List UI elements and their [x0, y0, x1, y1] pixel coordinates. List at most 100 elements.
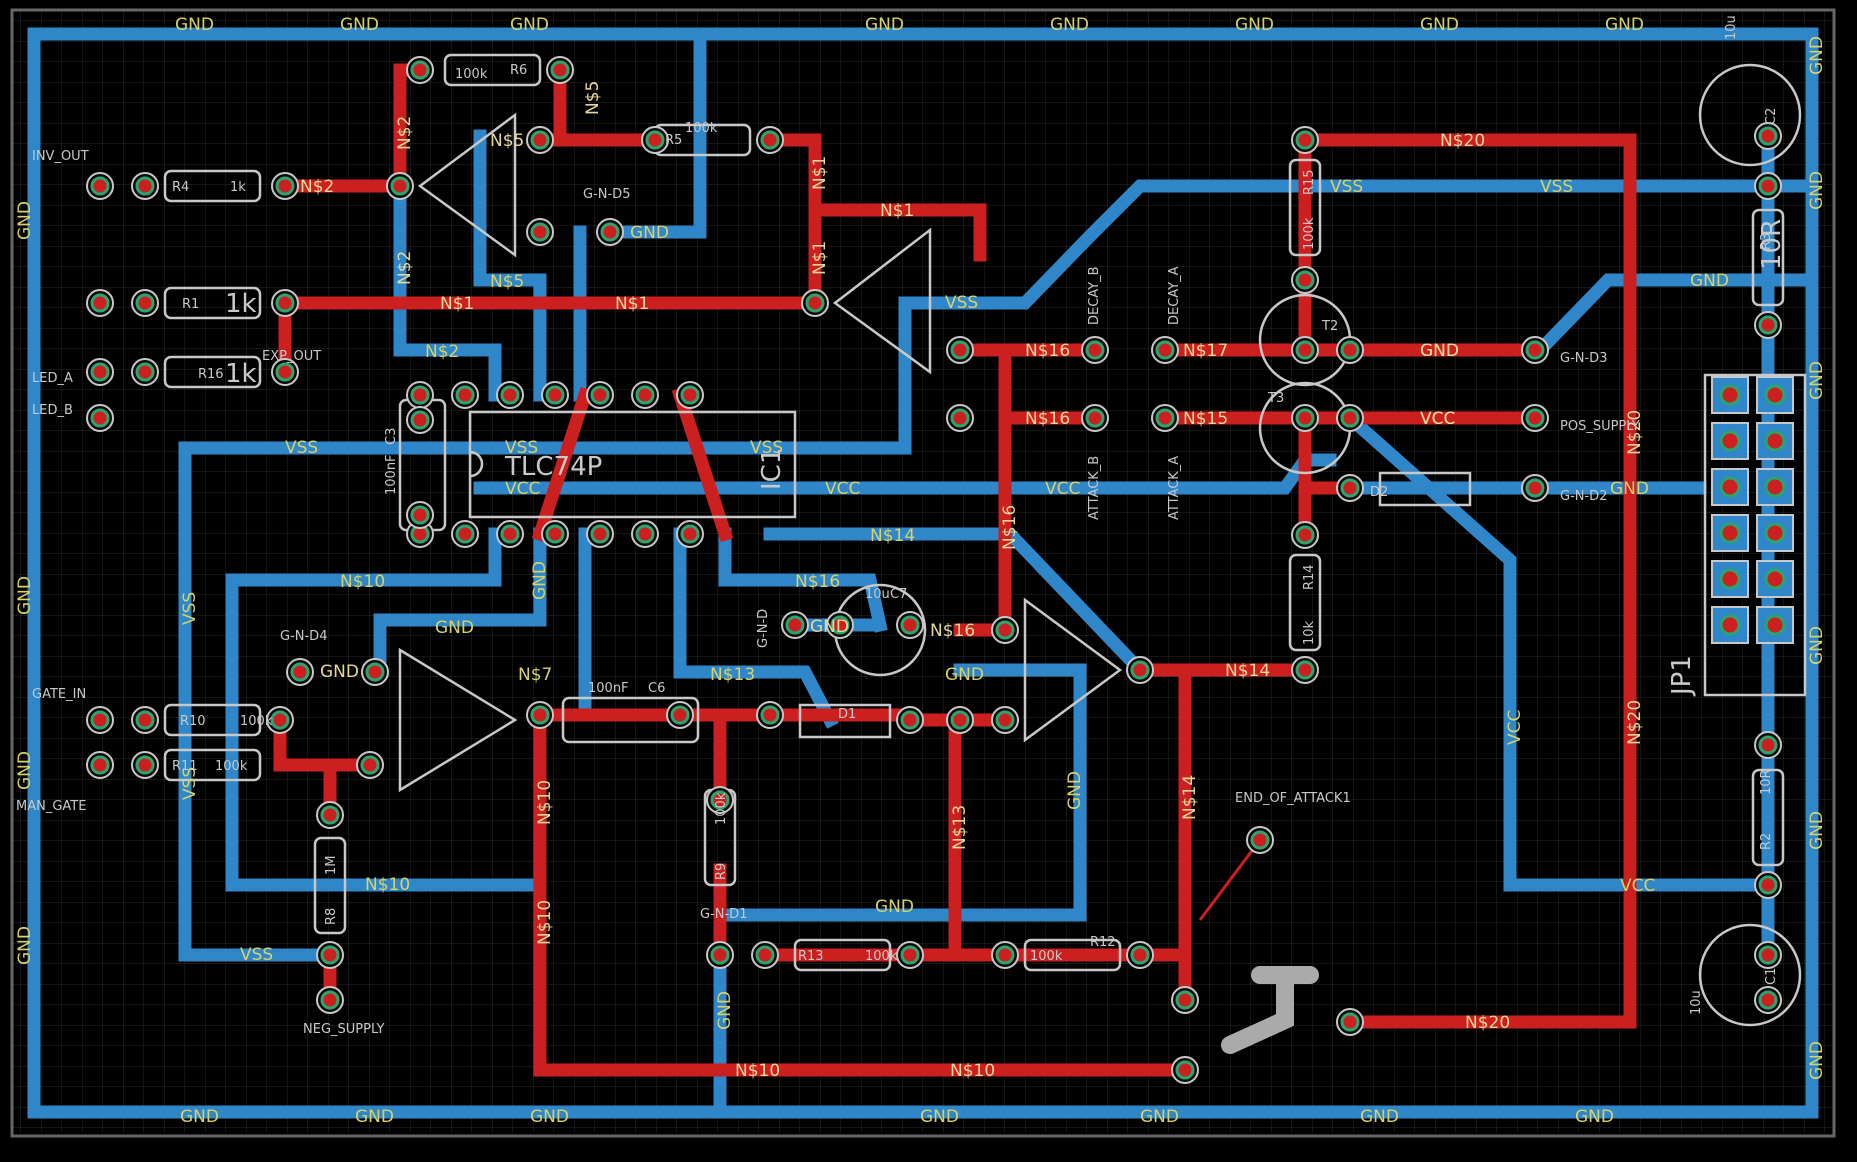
pad: [90, 710, 110, 730]
net-label: GND: [340, 15, 379, 35]
pin-label: ATTACK_A: [1167, 456, 1182, 520]
pad: [590, 524, 610, 544]
net-label: VSS: [180, 767, 200, 800]
pin-label: MAN_GATE: [16, 799, 86, 814]
component-value: 100k: [215, 759, 248, 774]
pad: [545, 524, 565, 544]
pin-label: NEG_SUPPLY: [303, 1022, 384, 1037]
net-label: VSS: [1330, 177, 1363, 197]
pin-label: END_OF_ATTACK1: [1235, 791, 1351, 806]
r14-body: [1288, 553, 1322, 652]
component-ref: D2: [1370, 485, 1388, 500]
pad: [1758, 875, 1778, 895]
pad: [1340, 478, 1360, 498]
component-ref: R14: [1302, 564, 1317, 590]
top-net-labels: N$20 N$20 N$1 N$1 N$1 N$2 N$16 N$16 N$16…: [300, 81, 1645, 1081]
pad: [1085, 340, 1105, 360]
pad: [600, 222, 620, 242]
net-label: GND: [1050, 15, 1089, 35]
component-ref: R3: [1759, 233, 1774, 250]
component-value: 1k: [230, 180, 246, 195]
r12-body: [1023, 938, 1122, 972]
net-label: VSS: [180, 592, 200, 625]
net-label: GND: [1235, 15, 1274, 35]
pad: [530, 705, 550, 725]
net-label: N$10: [340, 572, 385, 592]
net-label: N$1: [880, 201, 914, 221]
component-ref: R16: [198, 367, 224, 382]
net-label: GND: [15, 576, 35, 615]
net-label: N$10: [365, 875, 410, 895]
pad: [135, 755, 155, 775]
net-label: N$10: [535, 900, 555, 945]
net-labels: VSS VSS VSS VSS VSS VSS VSS VSS VSS VCC …: [180, 177, 1729, 1030]
net-label: N$20: [1440, 131, 1485, 151]
pad: [590, 385, 610, 405]
pad: [900, 945, 920, 965]
component-value: 10u: [865, 587, 890, 602]
component-ref: T2: [1321, 319, 1338, 334]
pad: [270, 710, 290, 730]
ic1-body: [468, 410, 797, 519]
component-value: 10u: [1689, 990, 1704, 1015]
component-value: 10R: [1757, 219, 1787, 270]
component-ref: R9: [714, 863, 729, 880]
pad: [1295, 525, 1315, 545]
pad: [545, 385, 565, 405]
pad: [1130, 660, 1150, 680]
net-label: VSS: [750, 438, 783, 458]
net-label: N$2: [425, 342, 459, 362]
net-label: GND: [1807, 1041, 1827, 1080]
pad: [1250, 830, 1270, 850]
net-label: N$13: [710, 665, 755, 685]
net-label: VCC: [825, 479, 860, 499]
r8-body: [313, 836, 347, 935]
pad: [90, 755, 110, 775]
component-value: 1M: [324, 856, 339, 876]
component-ref: R12: [1090, 935, 1116, 950]
switch-lever: [1221, 966, 1319, 1054]
net-label: N$15: [1183, 409, 1228, 429]
pad: [1295, 270, 1315, 290]
net-label: N$10: [950, 1061, 995, 1081]
pin-label: INV_OUT: [32, 149, 89, 164]
pad: [1085, 408, 1105, 428]
pad: [710, 790, 730, 810]
component-value: 1k: [225, 289, 257, 319]
net-label: GND: [530, 561, 550, 600]
component-value: 10R: [1759, 769, 1774, 795]
header-pad: [1711, 422, 1749, 460]
r15-body: [1288, 158, 1322, 257]
pad: [90, 293, 110, 313]
net-label: N$14: [870, 526, 915, 546]
c2-body: [1698, 63, 1802, 167]
pad: [1295, 130, 1315, 150]
pad: [410, 60, 430, 80]
pad: [410, 505, 430, 525]
header-pad-hole: [1764, 614, 1786, 636]
pad: [550, 60, 570, 80]
pin-label: G-N-D4: [280, 629, 327, 644]
net-label: GND: [15, 201, 35, 240]
component-ref: C1: [1764, 968, 1779, 985]
net-label: N$20: [1625, 410, 1645, 455]
net-label: GND: [15, 751, 35, 790]
board-outline: [10, 8, 1836, 1138]
net-label: N$7: [518, 665, 552, 685]
net-label: GND: [715, 991, 735, 1030]
pad: [530, 222, 550, 242]
net-label: GND: [865, 15, 904, 35]
component-value: 100k: [240, 714, 273, 729]
pad: [1525, 408, 1545, 428]
net-label: GND: [320, 662, 359, 682]
pad: [1525, 340, 1545, 360]
net-label: GND: [15, 926, 35, 965]
pad: [320, 945, 340, 965]
component-ref: R1: [182, 297, 199, 312]
pin-label: DECAY_B: [1087, 266, 1102, 325]
net-label: N$1: [810, 156, 830, 190]
net-label: GND: [1807, 626, 1827, 665]
net-label: N$2: [395, 116, 415, 150]
pin-label: G-N-D1: [700, 907, 747, 922]
net-label: VSS: [285, 438, 318, 458]
